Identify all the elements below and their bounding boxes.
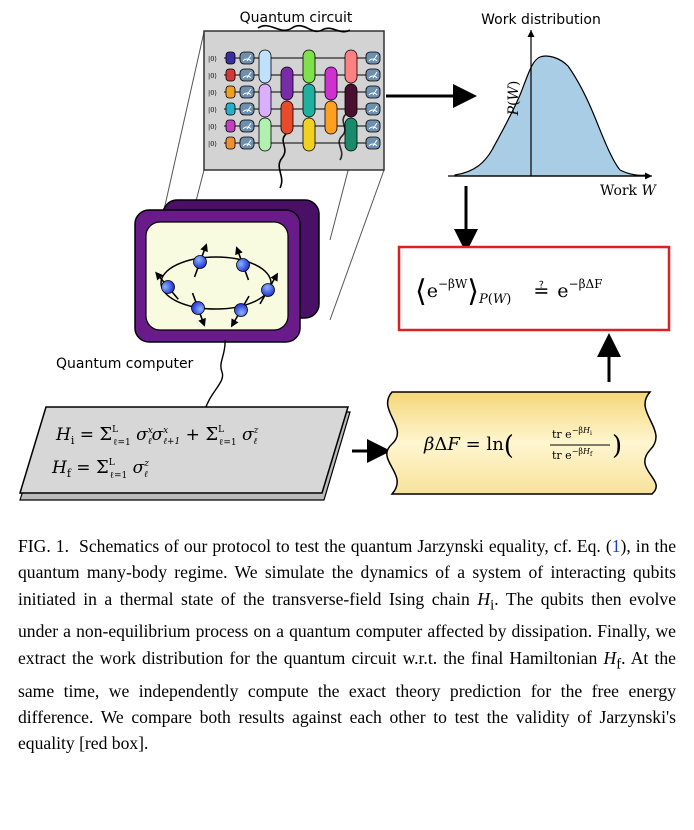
init-gate bbox=[225, 68, 236, 82]
circuit-gates bbox=[225, 49, 381, 152]
two-qubit-gate bbox=[280, 100, 294, 135]
two-qubit-gate bbox=[344, 117, 358, 152]
measurement-gate bbox=[239, 68, 255, 82]
measurement-gate bbox=[365, 51, 381, 65]
measurement-gate bbox=[365, 119, 381, 133]
qubit-init-label: |0⟩ bbox=[208, 140, 217, 148]
computer-label: Quantum computer bbox=[56, 356, 194, 372]
spin-arrow bbox=[235, 246, 250, 281]
two-qubit-gate bbox=[302, 83, 316, 118]
hamiltonian-initial-sub: i bbox=[490, 597, 495, 614]
noise-squiggle bbox=[257, 24, 351, 189]
two-qubit-gate bbox=[344, 49, 358, 84]
two-qubit-gate bbox=[258, 117, 272, 152]
measurement-gate bbox=[365, 102, 381, 116]
two-qubit-gate bbox=[324, 66, 338, 101]
qubit-init-label: |0⟩ bbox=[208, 123, 217, 131]
qubit-init-label: |0⟩ bbox=[208, 55, 217, 63]
distribution-area bbox=[454, 55, 649, 177]
circuit-title: Quantum circuit bbox=[240, 10, 353, 26]
spin-arrow bbox=[259, 272, 278, 305]
init-gate bbox=[225, 136, 236, 150]
two-qubit-gate bbox=[302, 117, 316, 152]
measurement-gate bbox=[239, 85, 255, 99]
spin-arrow bbox=[193, 243, 208, 278]
spin-arrow bbox=[191, 292, 206, 327]
quantum-computer bbox=[134, 199, 320, 343]
spin-arrow bbox=[231, 295, 250, 328]
init-gate bbox=[225, 51, 236, 65]
two-qubit-gate bbox=[280, 66, 294, 101]
qubit-init-label: |0⟩ bbox=[208, 106, 217, 114]
qubit-init-label: |0⟩ bbox=[208, 89, 217, 97]
measurement-gate bbox=[239, 51, 255, 65]
hamiltonian-final-sub: f bbox=[616, 656, 622, 673]
spin-ring bbox=[160, 256, 272, 310]
two-qubit-gate bbox=[258, 83, 272, 118]
caption-text-1: Schematics of our protocol to test the q… bbox=[79, 536, 612, 556]
two-qubit-gate bbox=[258, 49, 272, 84]
schematic-figure: Quantum circuit |0⟩ |0⟩ |0⟩ |0⟩ |0⟩ |0⟩ … bbox=[18, 10, 671, 501]
measurement-gate bbox=[239, 136, 255, 150]
spin-arrow bbox=[155, 271, 179, 300]
caption-text-4: . At the same time, we independently com… bbox=[18, 647, 676, 754]
qubit-init-labels: |0⟩ |0⟩ |0⟩ |0⟩ |0⟩ |0⟩ bbox=[208, 55, 217, 148]
init-gate bbox=[225, 85, 236, 99]
init-gate bbox=[225, 102, 236, 116]
quantum-circuit: |0⟩ |0⟩ |0⟩ |0⟩ |0⟩ |0⟩ bbox=[203, 24, 385, 189]
work-dist-title: Work distribution bbox=[481, 12, 601, 28]
equation-reference-link[interactable]: 1 bbox=[611, 536, 621, 556]
caption-text-3: . The qubits then evolve under a non-equ… bbox=[18, 588, 677, 668]
work-distribution-plot: Work distribution Work W P(W) bbox=[448, 12, 658, 199]
two-qubit-gate bbox=[324, 100, 338, 135]
measurement-gate bbox=[239, 119, 255, 133]
qubit-init-label: |0⟩ bbox=[208, 72, 217, 80]
spin-chain bbox=[155, 243, 278, 328]
two-qubit-gate bbox=[302, 49, 316, 84]
init-gate bbox=[225, 119, 236, 133]
prob-axis-label: P(W) bbox=[506, 81, 522, 117]
measurement-gate bbox=[365, 85, 381, 99]
svg-text:): ) bbox=[612, 431, 622, 461]
computer-cable bbox=[204, 339, 226, 411]
caption-text-2: ), in the quantum many-body regime. We s… bbox=[18, 536, 677, 609]
hamiltonian-final-symbol: H bbox=[603, 647, 617, 668]
jarzynski-box: ⟨e−βW⟩P(W) ≟e−βΔF bbox=[397, 245, 671, 332]
measurement-gate bbox=[239, 102, 255, 116]
hamiltonian-initial-symbol: H bbox=[477, 588, 491, 609]
work-axis-label: Work W bbox=[600, 183, 658, 199]
free-energy-scroll: βΔF = ln( tr e−βHi tr e−βHf ) bbox=[386, 391, 657, 495]
measurement-gate bbox=[365, 68, 381, 82]
caption-lead: FIG. 1. bbox=[18, 536, 69, 556]
measurement-gate bbox=[365, 136, 381, 150]
jarzynski-equation: ⟨e−βW⟩P(W) ≟e−βΔF bbox=[415, 274, 603, 309]
two-qubit-gate bbox=[344, 83, 358, 118]
figure-caption: FIG. 1. Schematics of our protocol to te… bbox=[18, 533, 676, 756]
